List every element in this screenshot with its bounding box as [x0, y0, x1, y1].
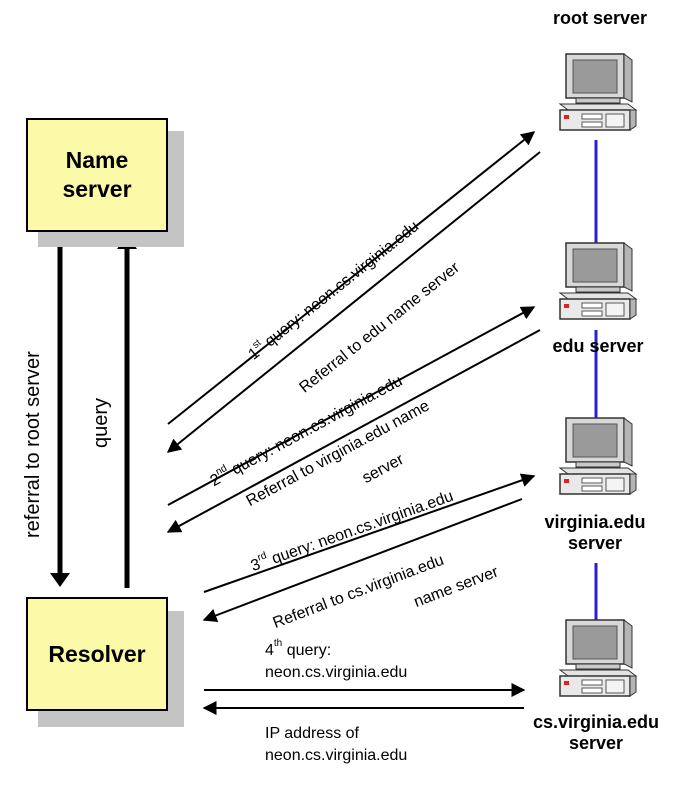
- cs-server-label-line2: server: [568, 732, 624, 753]
- r4-label-line1: IP address of: [265, 725, 359, 742]
- resolver-box: Resolver: [26, 597, 168, 711]
- arrow-r1: [166, 151, 541, 453]
- arrow-q2: [167, 306, 536, 506]
- referral-to-root-server-label: referral to root server: [22, 351, 44, 538]
- virginia-server-label-line1: virginia.edu: [544, 512, 646, 532]
- arrow-q3: [203, 473, 536, 593]
- q4-suffix: th: [273, 638, 283, 649]
- arrow-q1: [167, 131, 536, 425]
- resolver-label: Resolver: [48, 640, 146, 667]
- name-server-box: Name server: [26, 118, 168, 232]
- query-label: query: [90, 397, 112, 448]
- q4-text-line2: neon.cs.virginia.edu: [265, 663, 408, 681]
- cs-server-label-line1: cs.virginia.edu: [532, 712, 660, 732]
- cs-server-label: cs.virginia.edu server: [504, 712, 688, 753]
- r4-label-line2: neon.cs.virginia.edu: [265, 746, 408, 764]
- name-server-label-line1: Name: [65, 147, 129, 174]
- name-server-label-line2: server: [62, 176, 132, 202]
- virginia-server-computer-icon: [559, 417, 637, 495]
- virginia-server-label-line2: server: [567, 532, 623, 553]
- r4-label: IP address of neon.cs.virginia.edu: [265, 723, 407, 766]
- edu-server-computer-icon: [559, 242, 637, 320]
- root-server-computer-icon: [559, 53, 637, 131]
- edu-server-label: edu server: [552, 336, 644, 356]
- root-server-label: root server: [552, 8, 648, 28]
- q4-text-line1: query:: [282, 642, 332, 659]
- q4-label: 4th query: neon.cs.virginia.edu: [265, 638, 408, 683]
- arrow-r2: [166, 329, 541, 533]
- cs-server-computer-icon: [559, 619, 637, 697]
- arrow-r3: [202, 498, 523, 623]
- virginia-server-label: virginia.edu server: [510, 512, 680, 553]
- q4-ordinal: 4: [265, 642, 274, 659]
